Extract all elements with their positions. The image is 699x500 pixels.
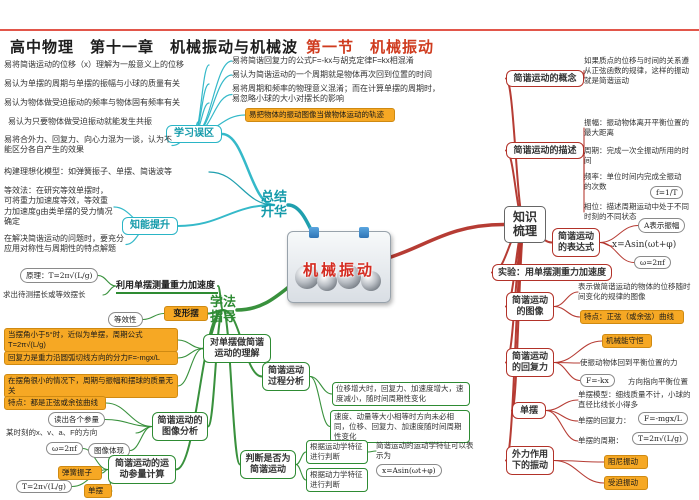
metal-ball-icon bbox=[317, 271, 337, 291]
pendulum-restoring-label: 单摆的回复力： bbox=[578, 416, 631, 425]
node-concept: 简谐运动的概念 bbox=[506, 70, 584, 88]
gravity-measure: 求出待测摆长或等效摆长 bbox=[3, 290, 86, 299]
node-knowledge: 知识梳理 bbox=[504, 206, 546, 243]
judge-formula: x=Asin(ωt+φ) bbox=[376, 464, 442, 477]
node-describe: 简谐运动的描述 bbox=[506, 142, 584, 160]
node-understanding: 对单摆做简谐运动的理解 bbox=[203, 334, 271, 363]
node-graph: 简谐运动的图像 bbox=[506, 292, 554, 321]
params-omega: ω=2πf bbox=[46, 442, 83, 455]
params-period: T=2π√(L/g) bbox=[16, 480, 72, 493]
node-improve: 知能提升 bbox=[122, 217, 178, 235]
params-pendulum: 单摆 bbox=[84, 484, 112, 498]
calendar-clip-icon bbox=[359, 227, 369, 238]
node-judge: 判断是否为简谐运动 bbox=[240, 450, 296, 479]
restoring-desc: 使振动物体回到平衡位置的力 bbox=[580, 358, 678, 367]
process-item: 速度、动量等大小相等时方向未必相同，位移、回复力、加速度随时间周期性变化 bbox=[330, 410, 470, 444]
graph-analysis-feature: 特点：都是正弦或余弦曲线 bbox=[4, 396, 106, 410]
node-deformed: 变形摆 bbox=[164, 306, 208, 322]
node-process: 简谐运动过程分析 bbox=[262, 362, 310, 391]
pendulum-model: 单摆模型：细线质量不计，小球的直径比线长小得多 bbox=[578, 390, 691, 409]
forced-vibration: 受迫振动 bbox=[604, 476, 648, 490]
describe-phase: 相位：描述周期运动中处于不同时刻的不同状态 bbox=[584, 202, 689, 221]
improve-item: 在解决简谐运动的问题时，要充分应用对称性与周期性的特点解题 bbox=[4, 234, 124, 254]
concept-desc: 如果质点的位移与时间的关系遵从正弦函数的规律，这样的振动就是简谐运动 bbox=[584, 56, 689, 85]
misconception-item: 易认为简谐运动的一个周期就是物体再次回到位置的时间 bbox=[232, 70, 432, 79]
node-experiment: 实验：用单摆测重力加速度 bbox=[492, 264, 612, 282]
judge-dynamic: 根据动力学特征进行判断 bbox=[306, 468, 368, 492]
misconception-item: 易认为只要物体做受迫振动就能发生共振 bbox=[8, 117, 152, 126]
misconception-item-highlight: 易把物体的振动图像当做物体运动的轨迹 bbox=[245, 108, 395, 122]
pendulum-period-label: 单摆的周期： bbox=[578, 436, 623, 445]
misconception-item: 易认为单摆的周期与单摆的振幅与小球的质量有关 bbox=[4, 79, 180, 88]
pendulum-restoring-formula: F=-mgx/L bbox=[638, 412, 688, 425]
deformed-equivalence: 等效性 bbox=[108, 312, 143, 327]
restoring-energy: 机械能守恒 bbox=[602, 334, 652, 348]
gravity-principle: 原理：T=2π√(L/g) bbox=[20, 268, 99, 283]
understanding-item: 当摆角小于5°时，近似为单摆，周期公式T=2π√(L/g) bbox=[4, 328, 178, 352]
describe-amplitude: 振幅：振动物体离开平衡位置的最大距离 bbox=[584, 118, 689, 137]
page-title-section: 第一节 机械振动 bbox=[306, 39, 435, 56]
expression-formula: x=Asin(ωt+φ) bbox=[612, 240, 677, 250]
understanding-item: 回复力是重力沿圆弧切线方向的分力F=-mgx/L bbox=[4, 351, 178, 365]
node-pendulum: 单摆 bbox=[512, 402, 546, 420]
params-spring: 弹簧振子 bbox=[58, 466, 102, 480]
misconception-item: 易将合外力、回复力、向心力混为一谈，认为不能区分各自产生的效果 bbox=[4, 135, 172, 155]
graph-feature: 特点：正弦（或余弦）曲线 bbox=[580, 310, 684, 324]
restoring-formula: F=-kx bbox=[580, 374, 615, 387]
page-title: 高中物理 第十一章 机械振动与机械波第一节 机械振动 bbox=[10, 36, 434, 57]
expression-note-a: A表示振幅 bbox=[638, 218, 686, 233]
graph-analysis-read: 读出各个参量 bbox=[48, 412, 105, 427]
calendar-clip-icon bbox=[309, 227, 319, 238]
process-item: 位移增大时，回复力、加速度增大，速度减小，随时间周期性变化 bbox=[332, 382, 470, 406]
node-gravity: 利用单摆测量重力加速度 bbox=[116, 278, 218, 294]
node-restoring: 简谐运动的回复力 bbox=[506, 348, 554, 377]
restoring-note: 方向指向平衡位置 bbox=[628, 377, 688, 386]
forced-damped: 阻尼振动 bbox=[604, 455, 648, 469]
expression-note-omega: ω=2πf bbox=[634, 256, 671, 269]
judge-note: 简谐运动的运动学特征可以表示为 bbox=[376, 441, 474, 460]
metal-ball-icon bbox=[337, 265, 361, 289]
frequency-formula: f=1/T bbox=[650, 186, 684, 199]
understanding-item: 在摆角很小的情况下，周期与振幅和摆球的质量无关 bbox=[4, 374, 178, 398]
center-topic-label: 机械振动 bbox=[302, 262, 375, 279]
node-summary: 总结升华 bbox=[260, 189, 287, 219]
node-forced: 外力作用下的振动 bbox=[506, 446, 554, 475]
node-method: 学法指导 bbox=[209, 294, 236, 324]
graph-analysis-direction: 某时刻的x、v、a、F的方向 bbox=[6, 428, 98, 437]
misconception-item: 易认为物体做受迫振动的频率与物体固有频率有关 bbox=[4, 98, 180, 107]
node-expression: 简谐运动的表达式 bbox=[552, 228, 600, 257]
metal-ball-icon bbox=[361, 271, 381, 291]
metal-ball-icon bbox=[295, 265, 319, 289]
describe-period: 周期：完成一次全振动所用的时间 bbox=[584, 146, 689, 165]
node-misconceptions: 学习误区 bbox=[166, 125, 222, 143]
misconception-item: 易将周期和频率的物理意义混淆；而在计算单摆的周期时，易忽略小球的大小对摆长的影响 bbox=[232, 84, 440, 104]
improve-item: 等效法：在研究等效单摆时，可将重力加速度等效，等效重力加速度g由类单摆的受力情况… bbox=[4, 186, 113, 227]
top-border-line bbox=[0, 29, 699, 31]
pendulum-period-formula: T=2π√(L/g) bbox=[632, 432, 688, 445]
describe-frequency: 频率：单位时间内完成全振动的次数 bbox=[584, 172, 682, 191]
graph-desc: 表示做简谐运动的物体的位移随时间变化的规律的图像 bbox=[578, 282, 691, 301]
node-params: 简谐运动的运动参量计算 bbox=[108, 455, 176, 484]
node-graph-analysis: 简谐运动的图像分析 bbox=[152, 412, 208, 441]
center-topic: 机械振动 bbox=[287, 227, 391, 303]
misconception-item: 易将简谐回复力的公式F=-kx与胡克定律F=kx相混淆 bbox=[232, 56, 414, 65]
judge-kinematic: 根据运动学特征进行判断 bbox=[306, 440, 368, 464]
page-title-main: 高中物理 第十一章 机械振动与机械波 bbox=[10, 39, 299, 56]
misconception-item: 易将简谐运动的位移（x）理解为一般意义上的位移 bbox=[4, 60, 184, 69]
summary-item: 构建理想化模型：如弹簧振子、单摆、简谐波等 bbox=[4, 167, 172, 176]
